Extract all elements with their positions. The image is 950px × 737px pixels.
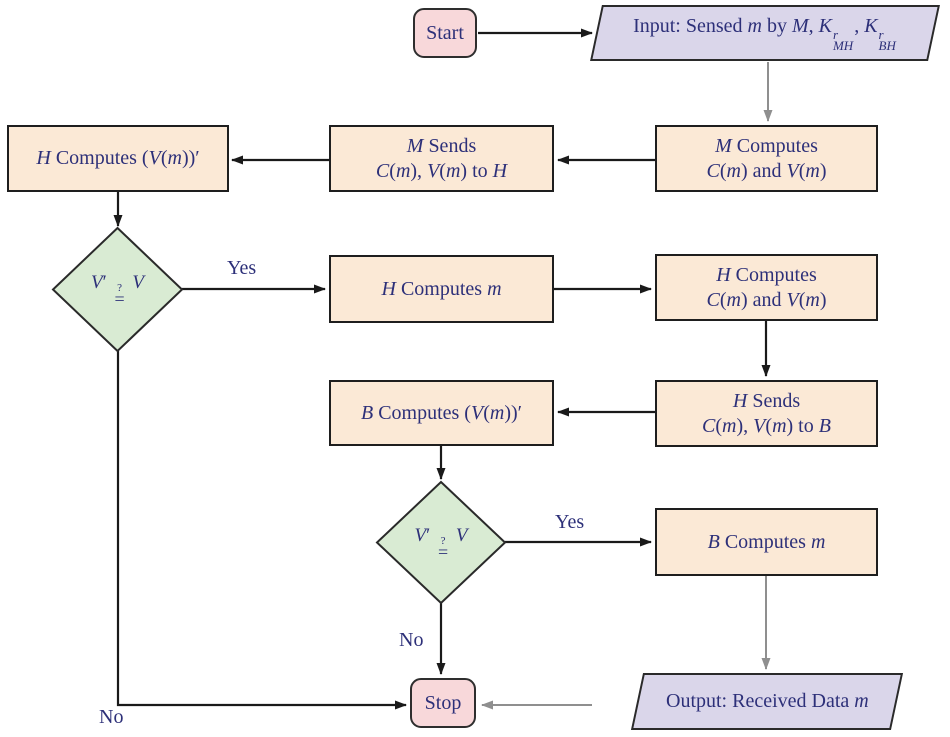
h-computes-v-node: H Computes (V(m))′ — [7, 125, 229, 192]
decision-1-label: V′ ?= V — [90, 272, 145, 310]
edge-label-no-2: No — [399, 629, 424, 651]
decision-2-diamond — [375, 480, 507, 605]
b-computes-v-node: B Computes (V(m))′ — [329, 380, 554, 446]
stop-label: Stop — [424, 691, 462, 714]
edge-decision1-no-to-stop — [116, 351, 407, 710]
b-computes-m-node: B Computes m — [655, 508, 878, 576]
h-computes-m-node: H Computes m — [329, 255, 554, 323]
edge-label-no-1: No — [99, 706, 124, 728]
decision-1-diamond — [51, 226, 184, 353]
decision-2-label: V′ ?= V — [414, 525, 468, 563]
start-label: Start — [426, 21, 464, 44]
output-node: Output: Received Data m — [630, 673, 904, 730]
edge-label-yes-2: Yes — [555, 511, 585, 533]
edge-label-yes-1: Yes — [227, 257, 257, 279]
output-label: Output: Received Data m — [665, 690, 869, 712]
start-node: Start — [413, 8, 477, 58]
stop-node: Stop — [410, 678, 476, 728]
